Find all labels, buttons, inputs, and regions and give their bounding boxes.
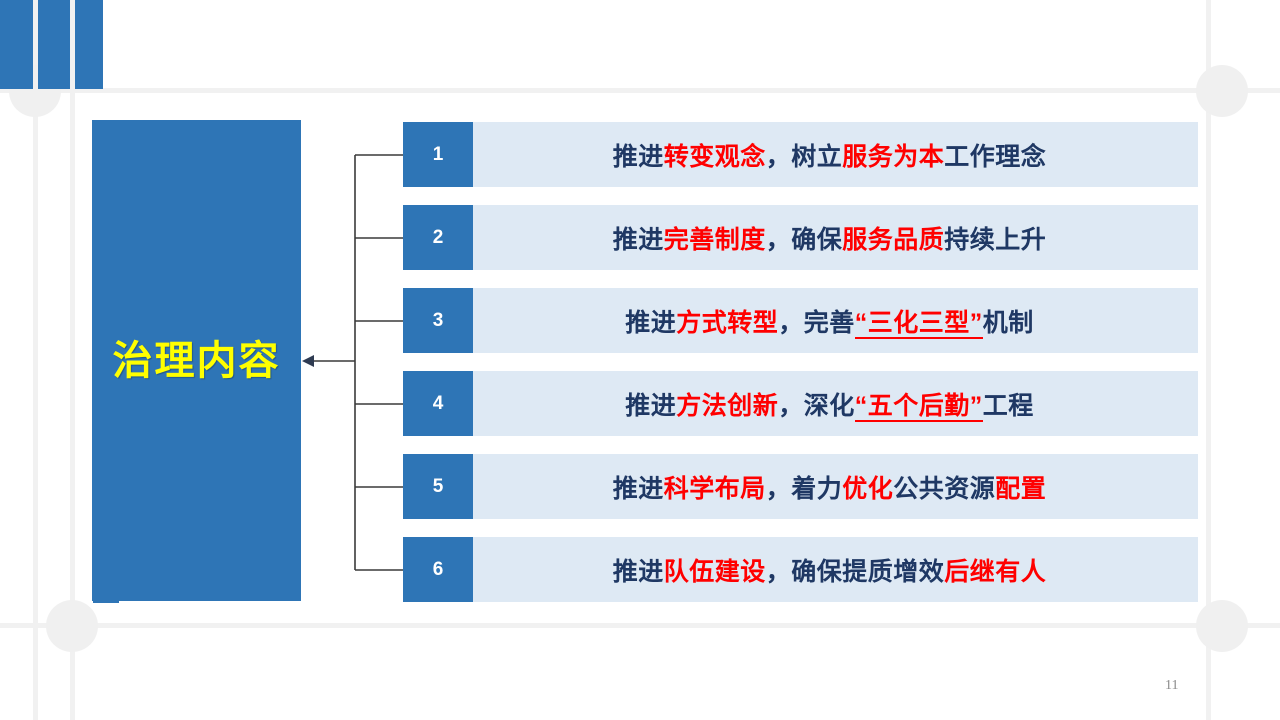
- row-number-badge: 3: [403, 288, 473, 353]
- text-segment: 持续上升: [944, 225, 1047, 254]
- text-segment: 完善制度: [663, 225, 766, 254]
- text-segment: 科学布局: [663, 474, 766, 503]
- text-segment: 推进: [612, 474, 664, 503]
- row-body: 推进方法创新，深化“五个后勤”工程: [473, 386, 1198, 422]
- text-segment: “三化三型”: [854, 308, 983, 339]
- row-body: 推进队伍建设，确保提质增效后继有人: [473, 552, 1198, 588]
- decorative-circle-bottom-left: [46, 600, 98, 652]
- text-segment: 机制: [982, 308, 1034, 337]
- content-row[interactable]: 3 推进方式转型，完善“三化三型”机制: [403, 288, 1198, 353]
- decorative-bar-blue: [0, 0, 33, 89]
- decorative-bar-blue: [75, 0, 103, 89]
- text-segment: ，深化: [778, 391, 855, 420]
- row-text: 推进队伍建设，确保提质增效后继有人: [613, 552, 1047, 588]
- text-segment: ，树立: [765, 142, 843, 171]
- text-segment: 服务为本: [842, 142, 945, 171]
- connector-bracket: [302, 154, 403, 571]
- content-row[interactable]: 1 推进转变观念，树立服务为本工作理念: [403, 122, 1198, 187]
- text-segment: 队伍建设: [663, 557, 766, 586]
- text-segment: ，着力: [765, 474, 843, 503]
- row-text: 推进完善制度，确保服务品质持续上升: [613, 220, 1047, 256]
- text-segment: 推进: [612, 142, 664, 171]
- text-segment: ，确保: [765, 225, 843, 254]
- text-segment: 公共资源: [893, 474, 996, 503]
- text-segment: 服务品质: [842, 225, 945, 254]
- text-segment: 推进: [625, 391, 677, 420]
- row-text: 推进方式转型，完善“三化三型”机制: [625, 303, 1034, 339]
- background-grid-line-horizontal: [0, 88, 1280, 93]
- row-number-badge: 6: [403, 537, 473, 602]
- content-row[interactable]: 6 推进队伍建设，确保提质增效后继有人: [403, 537, 1198, 602]
- row-body: 推进方式转型，完善“三化三型”机制: [473, 303, 1198, 339]
- row-text: 推进转变观念，树立服务为本工作理念: [613, 137, 1047, 173]
- page-number: 11: [1165, 678, 1179, 693]
- background-grid-line-vertical: [1206, 0, 1211, 720]
- content-row[interactable]: 5 推进科学布局，着力优化公共资源配置: [403, 454, 1198, 519]
- row-text: 推进方法创新，深化“五个后勤”工程: [625, 386, 1034, 422]
- title-panel: 治理内容: [92, 120, 301, 601]
- row-number-badge: 4: [403, 371, 473, 436]
- text-segment: 后继有人: [944, 557, 1047, 586]
- decorative-bar-blue: [38, 0, 70, 89]
- text-segment: 推进: [625, 308, 677, 337]
- text-segment: 工程: [982, 391, 1034, 420]
- row-body: 推进科学布局，着力优化公共资源配置: [473, 469, 1198, 505]
- page-title: 治理内容: [112, 338, 281, 383]
- row-body: 推进完善制度，确保服务品质持续上升: [473, 220, 1198, 256]
- text-segment: 配置: [995, 474, 1047, 503]
- background-grid-line-vertical: [33, 0, 38, 720]
- decorative-circle-top-right: [1196, 65, 1248, 117]
- row-number-badge: 2: [403, 205, 473, 270]
- text-segment: 方法创新: [676, 391, 779, 420]
- text-segment: 推进: [612, 225, 664, 254]
- text-segment: 优化: [842, 474, 894, 503]
- text-segment: ，确保提质增效: [765, 557, 945, 586]
- text-segment: 转变观念: [663, 142, 766, 171]
- text-segment: “五个后勤”: [854, 391, 983, 422]
- row-text: 推进科学布局，着力优化公共资源配置: [613, 469, 1047, 505]
- text-segment: 工作理念: [944, 142, 1047, 171]
- row-body: 推进转变观念，树立服务为本工作理念: [473, 137, 1198, 173]
- background-grid-line-vertical: [70, 0, 75, 720]
- row-number-badge: 5: [403, 454, 473, 519]
- row-number-badge: 1: [403, 122, 473, 187]
- background-grid-line-horizontal: [0, 623, 1280, 628]
- content-row[interactable]: 2 推进完善制度，确保服务品质持续上升: [403, 205, 1198, 270]
- decorative-circle-bottom-right: [1196, 600, 1248, 652]
- text-segment: ，完善: [778, 308, 855, 337]
- text-segment: 方式转型: [676, 308, 779, 337]
- content-row[interactable]: 4 推进方法创新，深化“五个后勤”工程: [403, 371, 1198, 436]
- text-segment: 推进: [612, 557, 664, 586]
